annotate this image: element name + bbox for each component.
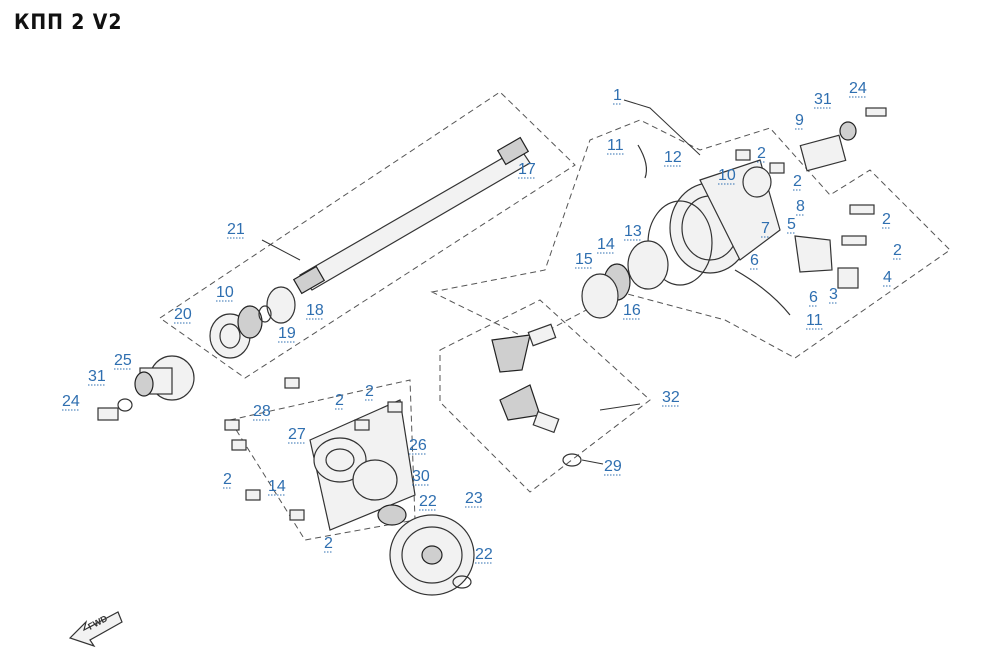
callout-2[interactable]: 2 [223,471,232,488]
forward-arrow-icon: FWD [68,611,123,648]
hub-part[interactable] [97,355,195,421]
housing-group-outline [430,119,951,359]
page-title: КПП 2 V2 [14,10,123,34]
callout-2[interactable]: 2 [793,173,802,190]
leader-lines [261,99,701,465]
callout-18[interactable]: 18 [306,302,324,319]
callout-16[interactable]: 16 [623,302,641,319]
callout-7[interactable]: 7 [761,220,770,237]
callout-6[interactable]: 6 [809,289,818,306]
pinion-group-outline [439,299,651,493]
axle-shaft-group-outline [159,91,576,379]
callout-2[interactable]: 2 [365,383,374,400]
callout-22[interactable]: 22 [419,493,437,510]
callout-20[interactable]: 20 [174,306,192,323]
callout-27[interactable]: 27 [288,426,306,443]
callout-10[interactable]: 10 [216,284,234,301]
callout-31[interactable]: 31 [88,368,106,385]
callout-2[interactable]: 2 [893,242,902,259]
callout-11[interactable]: 11 [607,137,624,154]
callout-23[interactable]: 23 [465,490,483,507]
callout-2[interactable]: 2 [335,392,344,409]
callout-6[interactable]: 6 [750,252,759,269]
callout-9[interactable]: 9 [795,112,804,129]
callout-3[interactable]: 3 [829,286,838,303]
callout-25[interactable]: 25 [114,352,132,369]
callout-17[interactable]: 17 [518,161,536,178]
callout-12[interactable]: 12 [664,149,682,166]
callout-19[interactable]: 19 [278,325,296,342]
callout-10[interactable]: 10 [718,167,736,184]
pinion-gear-parts[interactable] [491,323,582,467]
cover-and-gear-parts[interactable] [309,399,475,596]
callout-14[interactable]: 14 [268,478,286,495]
bolt-parts[interactable] [224,149,785,521]
callout-26[interactable]: 26 [409,437,427,454]
callout-24[interactable]: 24 [849,80,867,97]
callout-2[interactable]: 2 [757,145,766,162]
callout-1[interactable]: 1 [613,87,622,104]
callout-32[interactable]: 32 [662,389,680,406]
callout-labels[interactable]: 1222222223456678910101111121314141516171… [62,80,902,564]
callout-8[interactable]: 8 [796,198,805,215]
callout-2[interactable]: 2 [324,535,333,552]
callout-4[interactable]: 4 [883,269,892,286]
callout-14[interactable]: 14 [597,236,615,253]
callout-13[interactable]: 13 [624,223,642,240]
housing-right-parts[interactable] [637,107,887,316]
callout-15[interactable]: 15 [575,251,593,268]
shaft-part[interactable] [292,136,531,295]
callout-31[interactable]: 31 [814,91,832,108]
callout-2[interactable]: 2 [882,211,891,228]
shaft-bearing-parts[interactable] [209,286,296,359]
callout-30[interactable]: 30 [412,468,430,485]
callout-28[interactable]: 28 [253,403,271,420]
callout-11[interactable]: 11 [806,312,823,329]
callout-22[interactable]: 22 [475,546,493,563]
callout-5[interactable]: 5 [787,216,796,233]
callout-24[interactable]: 24 [62,393,80,410]
callout-29[interactable]: 29 [604,458,622,475]
callout-21[interactable]: 21 [227,221,245,238]
